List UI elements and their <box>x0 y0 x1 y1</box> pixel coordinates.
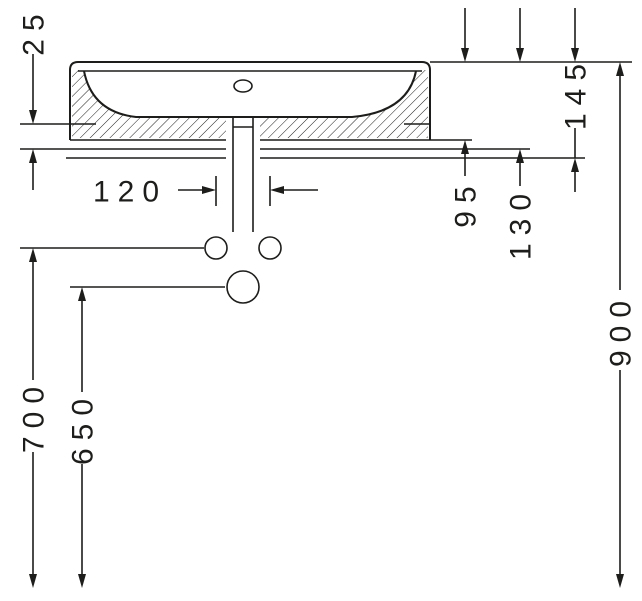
dimension-95: 95 <box>450 8 483 228</box>
arrowhead-95-down <box>461 48 469 62</box>
supply-connection-left <box>204 236 228 260</box>
dimension-label-650: 650 <box>67 391 100 465</box>
arrowhead-120-left <box>270 186 284 194</box>
arrowhead-650-down <box>78 574 86 588</box>
dimension-label-700: 700 <box>18 379 51 453</box>
arrowhead-120-right <box>202 186 216 194</box>
dimension-label-900: 900 <box>605 293 638 367</box>
arrowhead-900-down <box>616 574 624 588</box>
dimension-145: 145 <box>560 8 593 192</box>
dimension-label-145: 145 <box>560 56 593 130</box>
tap-hole <box>233 79 253 93</box>
arrowhead-145-down <box>571 48 579 62</box>
arrowhead-900-up <box>616 62 624 76</box>
dimension-label-25: 25 <box>18 6 51 55</box>
hatch-section <box>72 70 428 138</box>
basin-bowl <box>83 70 417 118</box>
reference-lines <box>20 61 632 288</box>
dimension-120: 120 <box>93 176 318 209</box>
dimension-label-95: 95 <box>450 178 483 227</box>
drain-mask <box>226 118 260 158</box>
arrowhead-130-up <box>516 149 524 163</box>
waste-connection <box>226 270 260 304</box>
dimension-650: 650 <box>67 287 100 588</box>
dimension-label-130: 130 <box>505 186 538 260</box>
dimension-label-120: 120 <box>93 176 167 209</box>
washbasin-outline <box>69 61 431 140</box>
dimension-130: 130 <box>505 8 538 260</box>
arrowhead-700-down <box>29 574 37 588</box>
dimension-900: 900 <box>605 62 638 588</box>
dimension-25: 25 <box>18 6 51 190</box>
arrowhead-25-up <box>29 149 37 163</box>
supply-connection-right <box>258 236 282 260</box>
arrowhead-25-down <box>29 110 37 124</box>
arrowhead-700-up <box>29 248 37 262</box>
arrowhead-650-up <box>78 287 86 301</box>
connections <box>204 236 282 304</box>
dimension-700: 700 <box>18 248 51 588</box>
washbasin <box>20 61 431 232</box>
arrowhead-145-up <box>571 158 579 172</box>
arrowhead-95-up <box>461 140 469 154</box>
arrowhead-130-down <box>516 48 524 62</box>
